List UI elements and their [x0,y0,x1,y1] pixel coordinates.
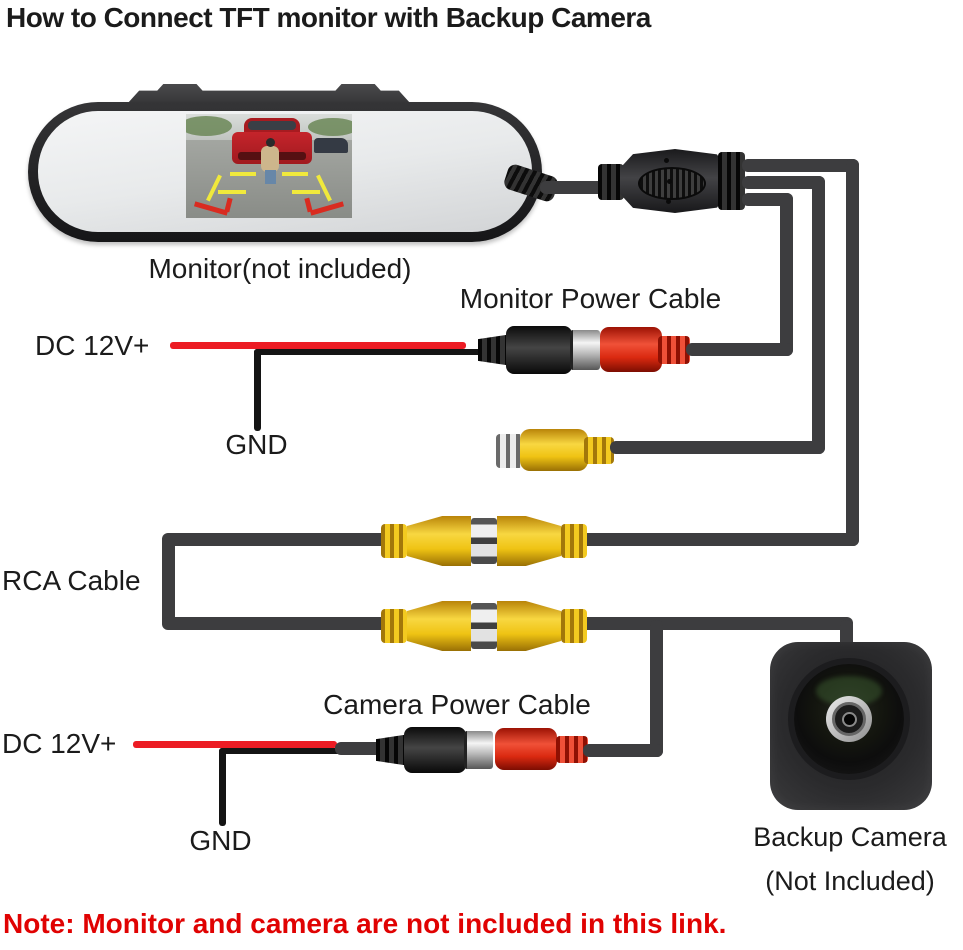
splitter-right-ribs [718,152,745,210]
camera-dc-plug-tip [464,731,493,769]
splitter-dot [664,158,669,163]
monitor-gnd-label: GND [225,429,288,460]
screen-tree [186,116,232,136]
camera-power-red-jack [495,728,557,770]
splitter-dot [667,179,672,184]
backup-camera-sublabel: (Not Included) [765,866,935,896]
monitor-label: Monitor(not included) [148,253,412,284]
screen-child [261,146,279,172]
camera-lens-pupil [841,711,857,727]
camera-power-red-wire [133,741,337,748]
monitor-dc-plug-body [506,326,572,374]
backup-camera [770,642,932,810]
camera-gnd-wire [219,748,226,826]
splitter-dot [666,199,671,204]
camera-lens-inner [832,702,866,736]
rca-coupling-ribs [561,524,587,558]
monitor-power-red-jack-ribs [658,336,690,364]
rca-cable-label: RCA Cable [2,565,141,596]
screen-guideline-yellow [292,190,320,194]
screen-guideline-yellow [230,172,256,176]
monitor-gnd-wire [254,349,261,431]
monitor-dc-plug-tip [570,330,600,370]
camera-power-red-jack-ribs [556,736,588,763]
camera-power-lead [583,744,663,757]
camera-dc12v-label: DC 12V+ [2,728,117,759]
screen-tree [308,118,352,136]
screen-red-car-windshield [248,121,296,130]
rca-coupling-metal-band [471,518,497,564]
monitor-power-black-wire [254,349,486,355]
camera-dc-plug-cable [335,742,385,755]
splitter-cable-1 [742,159,859,172]
rca-coupling-ribs [381,609,407,643]
rca-coupling-bottom [381,601,587,651]
rca-coupling-top [381,516,587,566]
splitter-cable-1-drop [846,159,859,546]
monitor-dc12v-label: DC 12V+ [35,330,150,361]
rca-coupling-ribs [381,524,407,558]
splitter-cable-2-drop [812,176,825,454]
rca-coupling-body [497,601,561,651]
camera-gnd-label: GND [189,825,252,856]
video-jack-yellow-body [520,429,588,471]
backup-camera-label: Backup Camera [753,822,947,852]
rca-coupling-metal-band [471,603,497,649]
video-jack-lead [610,441,825,454]
camera-dc-plug-body [404,727,466,773]
splitter-grip-oval [638,167,706,200]
monitor-screen [186,114,352,218]
screen-guideline-yellow [218,190,246,194]
camera-power-black-wire [219,748,341,754]
monitor-power-cable-label: Monitor Power Cable [459,283,722,314]
page-title: How to Connect TFT monitor with Backup C… [6,2,651,33]
rca-coupling-ribs [561,609,587,643]
rca-coupling-body [497,516,561,566]
video-jack-yellow-ribs [584,437,614,464]
mirror-cable [540,181,608,194]
camera-power-cable-label: Camera Power Cable [323,689,591,720]
screen-child-head [266,138,275,147]
screen-guideline-yellow [282,172,308,176]
camera-lens [794,664,904,774]
monitor-power-red-jack [600,327,662,372]
splitter-cable-2 [742,176,825,189]
splitter-cable-3-drop [780,193,793,356]
monitor-power-red-wire [170,342,466,349]
screen-dark-car [314,138,348,153]
splitter-left-ribs [598,164,624,200]
rca-left-vertical [162,533,175,630]
rca-coupling-body [407,516,471,566]
monitor-power-lead [686,343,793,356]
footer-note: Note: Monitor and camera are not include… [3,908,727,939]
screen-child-legs [265,170,276,184]
rca-coupling-body [407,601,471,651]
video-jack-metal-rings [496,434,523,468]
camera-lens-metal-ring [826,696,872,742]
camera-power-branch [650,620,663,757]
